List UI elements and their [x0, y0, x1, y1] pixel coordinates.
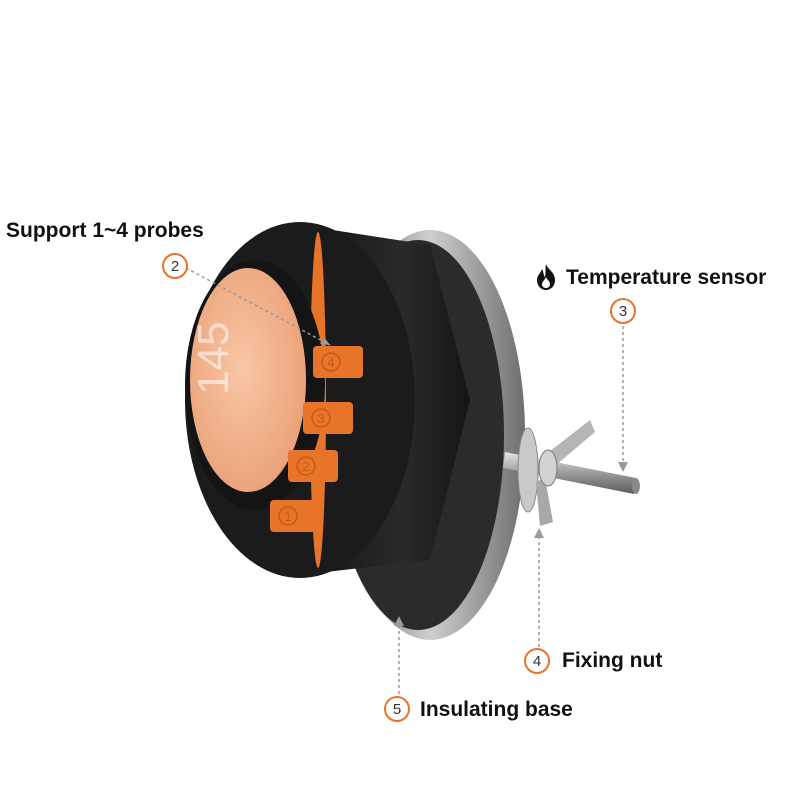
callout-badge-5: 5 [384, 696, 410, 722]
probe-ports: 1 2 3 4 [270, 346, 363, 532]
probe-port-1: 1 [270, 500, 320, 532]
probe-port-4: 4 [313, 346, 363, 378]
port-label-4: 4 [327, 355, 334, 370]
callout-label-nut: Fixing nut [562, 649, 663, 672]
flame-icon [537, 264, 555, 290]
arrowhead-sensor [618, 462, 628, 472]
display-screen [190, 268, 306, 492]
leader-arrowheads [320, 337, 628, 626]
port-label-1: 1 [284, 509, 291, 524]
callout-label-base: Insulating base [420, 698, 573, 721]
port-label-2: 2 [302, 459, 309, 474]
port-label-3: 3 [317, 411, 324, 426]
device-body: 145 [185, 222, 470, 578]
callout-label-probes: Support 1~4 probes [6, 219, 204, 242]
arrowhead-base [394, 616, 404, 626]
probe-port-3: 3 [303, 402, 353, 434]
fixing-nut [517, 420, 595, 526]
display-reading: 145 [189, 322, 238, 395]
callout-badge-3: 3 [610, 298, 636, 324]
callout-label-sensor: Temperature sensor [566, 266, 767, 289]
arrowhead-nut [534, 528, 544, 538]
probe-port-2: 2 [288, 450, 338, 482]
callout-badge-4: 4 [524, 648, 550, 674]
callout-badge-2: 2 [162, 253, 188, 279]
leader-lines [185, 267, 624, 694]
arrowhead-probes [320, 337, 330, 345]
